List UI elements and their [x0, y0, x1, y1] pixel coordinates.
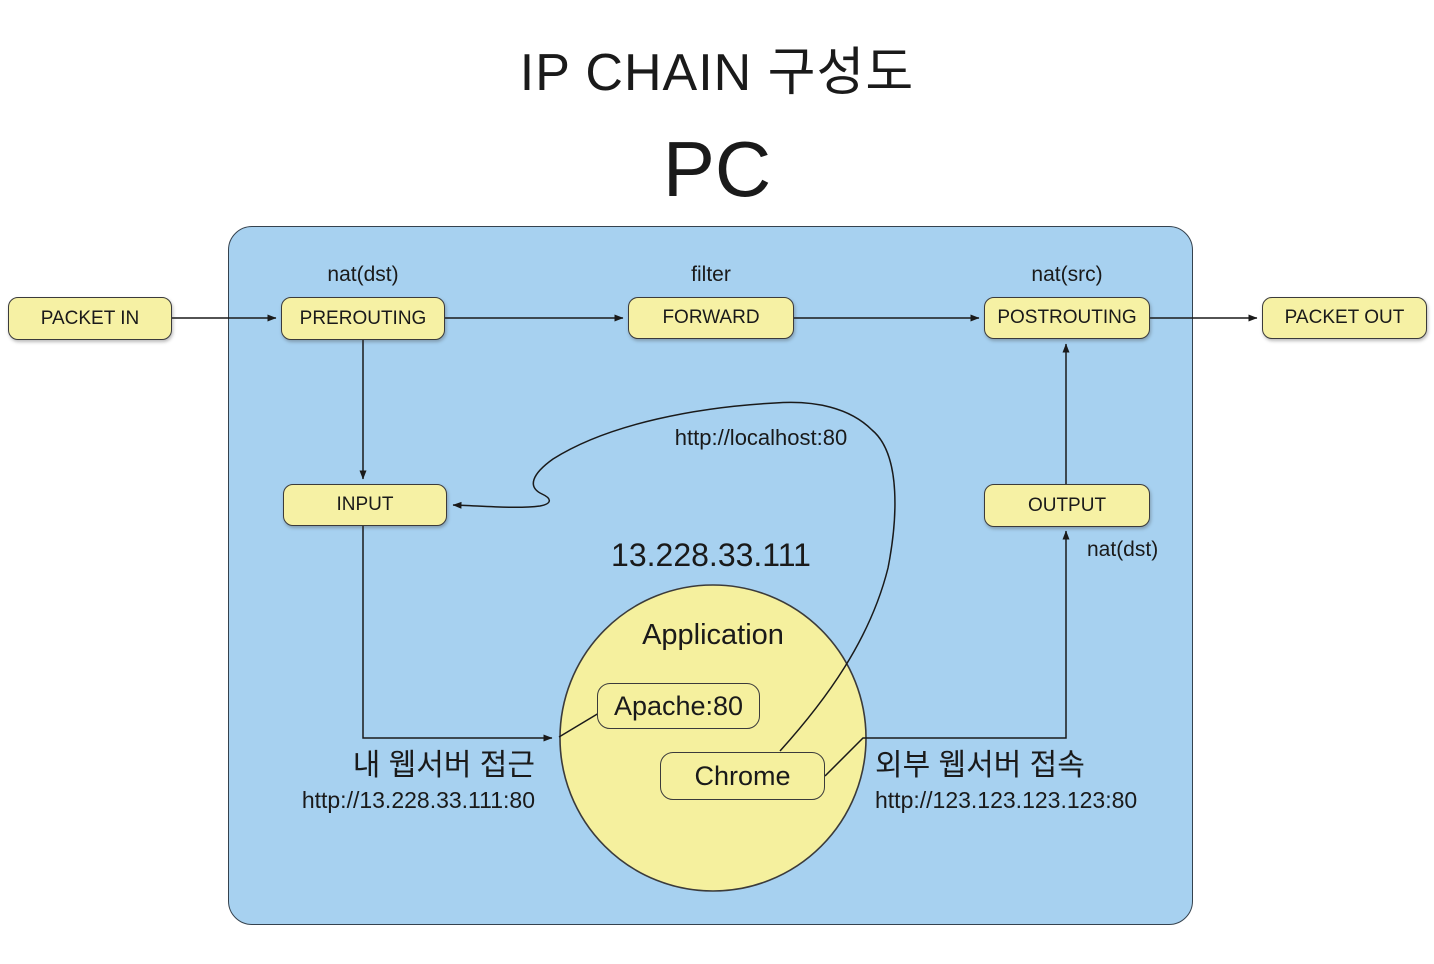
- arrow-chrome-to-output: [824, 530, 1070, 777]
- node-output: OUTPUT: [984, 484, 1150, 527]
- my-server-caption-group: 내 웹서버 접근 http://13.228.33.111:80: [302, 747, 535, 815]
- node-packet-in: PACKET IN: [8, 297, 172, 340]
- external-server-url: http://123.123.123.123:80: [875, 787, 1138, 813]
- node-input-label: INPUT: [336, 494, 394, 515]
- prerouting-table-label: nat(dst): [327, 263, 399, 286]
- node-apache-label: Apache:80: [613, 690, 744, 721]
- node-apache: Apache:80: [597, 683, 760, 729]
- postrouting-table-label: nat(src): [1031, 263, 1103, 286]
- node-chrome: Chrome: [660, 752, 825, 800]
- node-packet-out: PACKET OUT: [1262, 297, 1427, 339]
- arrow-input-to-application: [362, 526, 553, 742]
- node-postrouting-label: POSTROUTING: [997, 307, 1137, 328]
- node-prerouting: PREROUTING: [281, 297, 445, 340]
- forward-table-label: filter: [691, 263, 731, 286]
- my-server-caption: 내 웹서버 접근: [352, 749, 535, 782]
- external-server-caption: 외부 웹서버 접속: [875, 749, 1085, 782]
- my-server-url: http://13.228.33.111:80: [301, 787, 535, 813]
- host-ip-label: 13.228.33.111: [611, 537, 811, 573]
- pc-label: PC: [662, 125, 772, 213]
- external-server-caption-group: 외부 웹서버 접속 http://123.123.123.123:80: [875, 747, 1137, 815]
- node-input: INPUT: [283, 484, 447, 526]
- node-output-label: OUTPUT: [1027, 494, 1107, 516]
- output-table-label: nat(dst): [1087, 538, 1159, 561]
- node-forward: FORWARD: [628, 297, 794, 339]
- node-forward-label: FORWARD: [662, 307, 760, 328]
- arrow-chrome-loopback-to-input: [452, 401, 896, 752]
- page-title: IP CHAIN 구성도: [519, 44, 915, 102]
- node-packet-in-label: PACKET IN: [40, 307, 140, 329]
- line-to-apache: [558, 712, 600, 738]
- node-postrouting: POSTROUTING: [984, 297, 1150, 339]
- node-chrome-label: Chrome: [694, 760, 791, 791]
- node-prerouting-label: PREROUTING: [299, 307, 427, 329]
- application-label: Application: [642, 619, 784, 651]
- node-packet-out-label: PACKET OUT: [1284, 307, 1405, 328]
- localhost-url-label: http://localhost:80: [674, 425, 848, 450]
